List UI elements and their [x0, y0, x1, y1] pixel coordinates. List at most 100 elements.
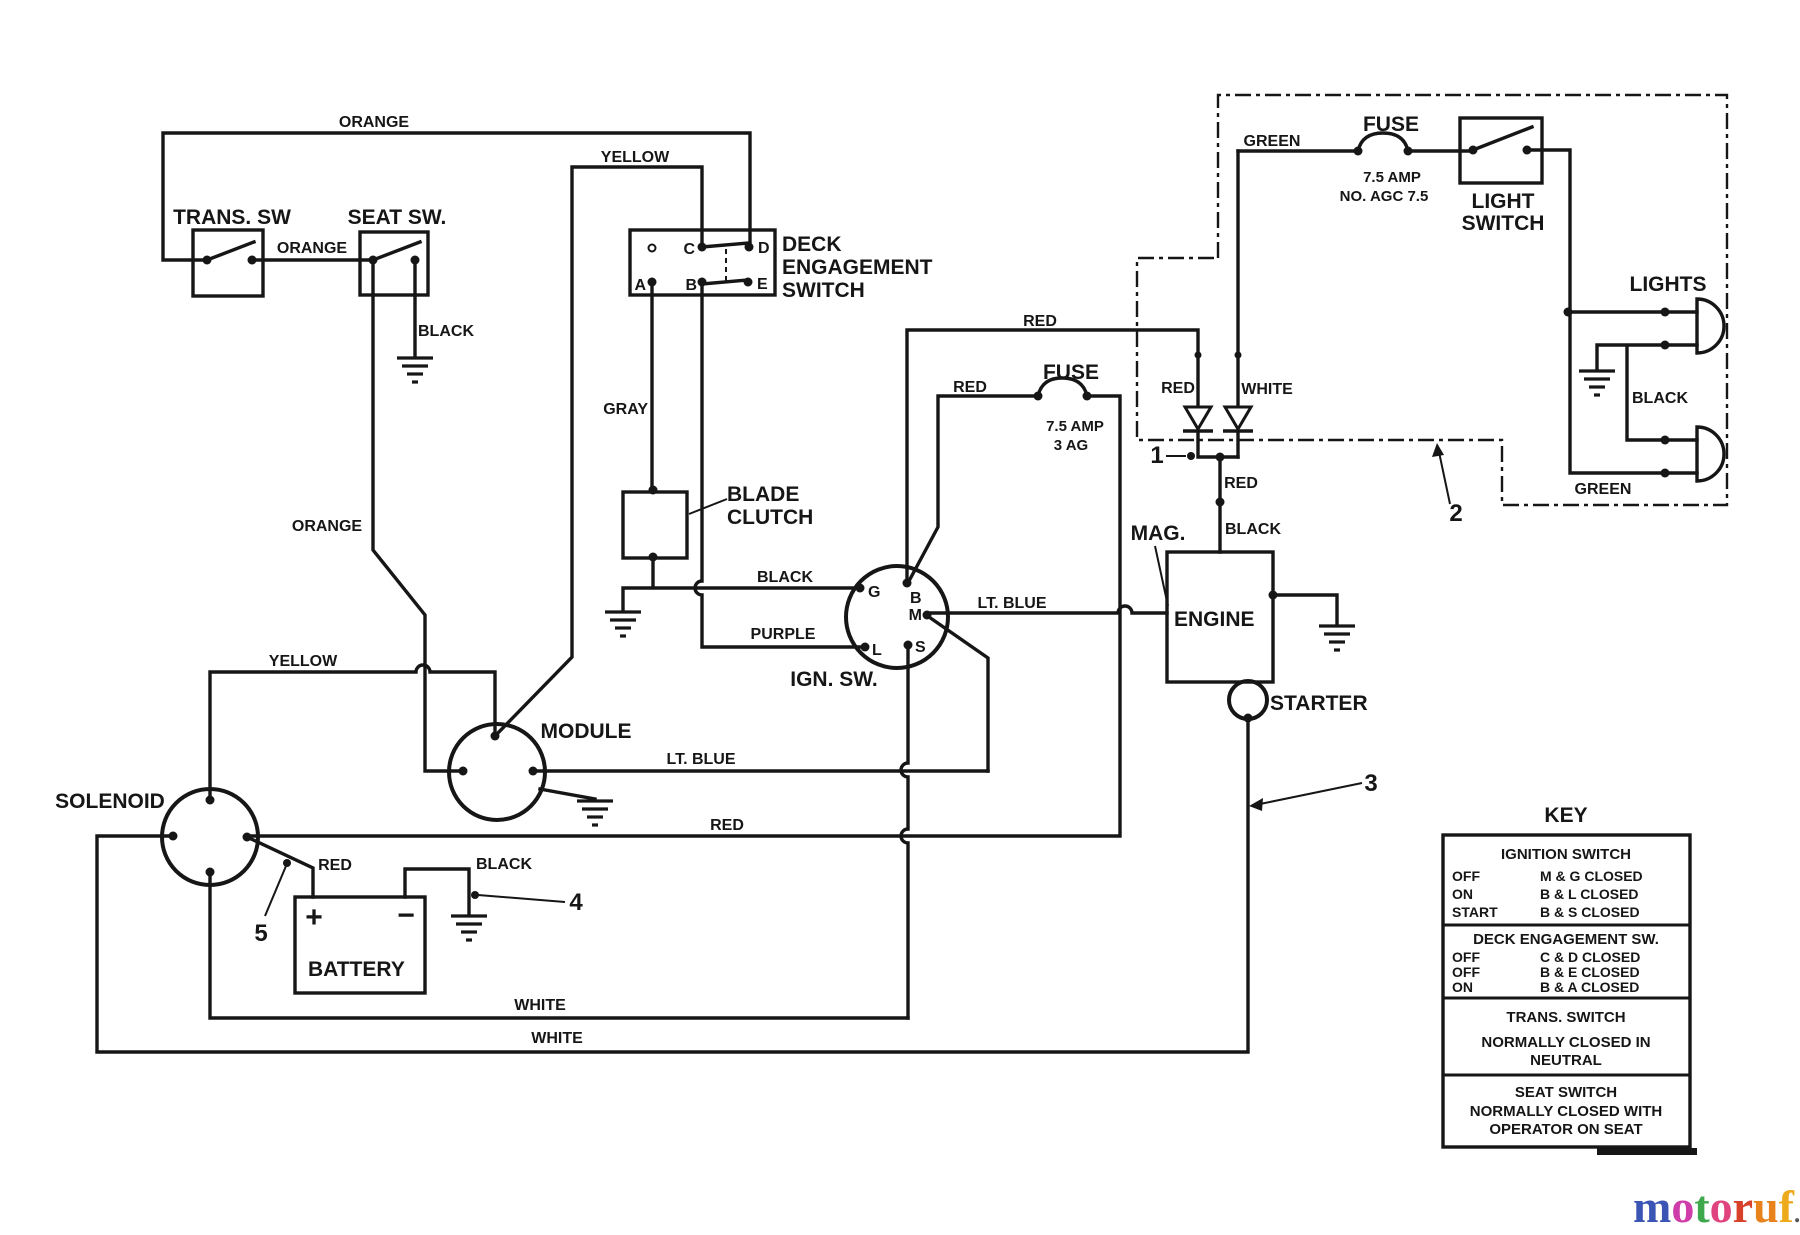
wire-ltblue-ign: [929, 604, 1169, 615]
label-ign-l: L: [872, 642, 882, 659]
label-terminal-d: D: [758, 240, 770, 257]
label-solenoid: SOLENOID: [55, 790, 165, 813]
label-blade-clutch-1: BLADE: [727, 483, 799, 506]
terminal-dot: [168, 831, 178, 841]
engine-box: [1165, 550, 1275, 684]
label-wire-red-engine: RED: [1224, 475, 1258, 492]
key-title: KEY: [1544, 804, 1587, 827]
terminal-dot: [1468, 145, 1478, 155]
terminal-dot: [1033, 391, 1043, 401]
terminal-dots: [168, 145, 1670, 877]
terminal-dot-d: [744, 242, 754, 252]
label-wire-white-1: WHITE: [514, 997, 566, 1014]
key-seat-line: OPERATOR ON SEAT: [1489, 1121, 1642, 1138]
key-row-contacts: B & A CLOSED: [1540, 979, 1639, 995]
wire-lights-feed: [1525, 148, 1699, 475]
label-wire-gray: GRAY: [603, 401, 648, 418]
components: [160, 116, 1726, 995]
fuse-main-element: [1035, 376, 1090, 399]
label-ign-g: G: [868, 584, 880, 601]
callout-pointers: [264, 443, 1451, 917]
label-light-switch-1: LIGHT: [1472, 190, 1535, 213]
terminal-dot: [1660, 307, 1670, 317]
key-row-mode: ON: [1452, 979, 1473, 995]
label-wire-ltblue-ign: LT. BLUE: [977, 595, 1046, 612]
switch-arms: [204, 124, 1535, 286]
ground-icon: [1317, 624, 1357, 652]
wire-yellow-deck: [492, 165, 704, 739]
label-deck-sw-3: SWITCH: [782, 279, 865, 302]
key-trans-line: NEUTRAL: [1530, 1052, 1602, 1069]
wire-purple: [693, 280, 867, 649]
label-wire-yellow-top: YELLOW: [601, 149, 670, 166]
terminal-dot: [458, 766, 468, 776]
terminal-dot-a: [647, 277, 657, 287]
ground-icon: [603, 610, 643, 638]
label-mag: MAG.: [1131, 522, 1186, 545]
label-callout-4: 4: [569, 889, 583, 916]
key-trans-line: TRANS. SWITCH: [1506, 1009, 1625, 1026]
label-terminal-a: A: [634, 277, 646, 294]
label-wire-black-seat: BLACK: [418, 323, 474, 340]
label-callout-2: 2: [1449, 500, 1462, 527]
label-terminal-c: C: [683, 241, 695, 258]
key-row-mode: OFF: [1452, 868, 1480, 884]
terminal-dot: [205, 795, 215, 805]
label-starter: STARTER: [1270, 692, 1368, 715]
grounds: [395, 356, 1617, 942]
terminal-dot: [368, 255, 378, 265]
terminal-dot: [205, 867, 215, 877]
terminal-dot: [1522, 145, 1532, 155]
lamp-upper-icon: [1695, 297, 1726, 355]
terminal-dot: [410, 255, 420, 265]
wire-white-1: [208, 870, 910, 1020]
terminal-dot: [648, 485, 658, 495]
label-wire-red-diode: RED: [1161, 380, 1195, 397]
seat-switch-arm: [370, 239, 423, 263]
label-trans-sw: TRANS. SW: [173, 206, 291, 229]
lamp-lower-icon: [1695, 425, 1726, 483]
fuse-lights-element: [1355, 131, 1411, 154]
pointer-5: [264, 865, 287, 917]
watermark-letter: r: [1733, 1181, 1753, 1232]
terminal-dot: [1660, 435, 1670, 445]
label-wire-orange-top: ORANGE: [339, 114, 410, 131]
key-row-mode: START: [1452, 904, 1498, 920]
label-wire-black-engine: BLACK: [1225, 521, 1281, 538]
lights-section-boundary: [1135, 93, 1729, 507]
watermark-bar: [1597, 1148, 1697, 1155]
label-module: MODULE: [541, 720, 632, 743]
label-battery-minus: −: [397, 899, 415, 932]
label-terminal-b: B: [685, 277, 697, 294]
terminal-dot: [1268, 590, 1278, 600]
terminal-dot: [1660, 340, 1670, 350]
blade-clutch-box: [621, 490, 689, 560]
ignition-switch-circle: [844, 564, 950, 670]
wire-mark-dot: [1234, 351, 1242, 359]
label-wire-white-2: WHITE: [531, 1030, 583, 1047]
label-callout-1: 1: [1150, 442, 1163, 469]
terminal-dot: [490, 731, 500, 741]
deck-terminal-open: [647, 243, 657, 253]
wire-mark-dot: [1194, 351, 1202, 359]
key-row-mode: ON: [1452, 886, 1473, 902]
splice-dot: [1215, 497, 1225, 507]
deck-arm-top: [700, 241, 751, 249]
wire-red-battery: [244, 834, 315, 899]
wire-red-diode-tail: [1196, 430, 1240, 459]
label-deck-sw-2: ENGAGEMENT: [782, 256, 933, 279]
label-wire-green-lights: GREEN: [1575, 481, 1632, 498]
terminal-dot: [1243, 713, 1253, 723]
key-table-border: [1441, 833, 1692, 1149]
terminal-dot: [1563, 307, 1573, 317]
label-ign-sw: IGN. SW.: [790, 668, 878, 691]
label-wire-red-top: RED: [1023, 313, 1057, 330]
wire-starter-s: [899, 643, 910, 1020]
ground-icon: [395, 356, 435, 384]
deck-arm-bottom: [700, 278, 750, 286]
pointer-2: [1438, 451, 1451, 505]
label-wire-black-lights: BLACK: [1632, 390, 1688, 407]
label-callout-3: 3: [1364, 770, 1377, 797]
label-seat-sw: SEAT SW.: [348, 206, 447, 229]
watermark-letter: o: [1671, 1181, 1694, 1232]
